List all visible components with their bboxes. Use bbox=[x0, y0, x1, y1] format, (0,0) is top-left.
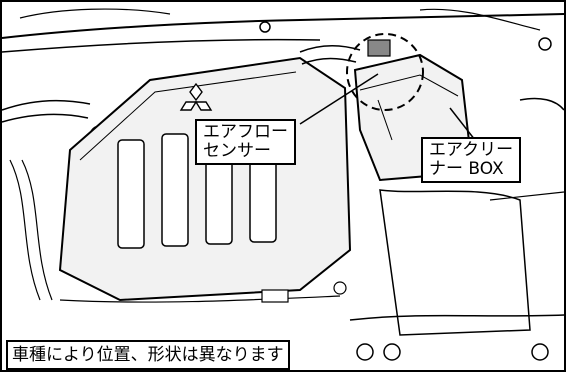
battery-tray bbox=[379, 189, 531, 336]
lower-mount-1 bbox=[356, 343, 374, 361]
air-cleaner-box-label: エアクリー ナー BOX bbox=[421, 137, 522, 183]
airflow-sensor-label-line1: エアフロー bbox=[203, 122, 288, 142]
lower-bolt bbox=[333, 281, 347, 295]
hose-left-3 bbox=[9, 159, 41, 301]
airflow-sensor-highlight-circle bbox=[346, 33, 424, 111]
right-bracket-line bbox=[489, 191, 565, 201]
lower-mount-2 bbox=[383, 343, 401, 361]
airflow-sensor-label-line2: センサー bbox=[203, 141, 271, 161]
air-cleaner-lid-edge bbox=[359, 74, 459, 97]
bolt-right bbox=[538, 37, 552, 51]
air-cleaner-box-label-line2: ナー BOX bbox=[429, 159, 504, 179]
airflow-sensor-connector bbox=[367, 39, 391, 57]
radiator-support-line bbox=[1, 38, 321, 53]
bolt-top bbox=[259, 21, 271, 33]
hose-left-2 bbox=[1, 113, 89, 123]
lower-crossmember bbox=[349, 314, 565, 321]
three-diamond-emblem bbox=[179, 82, 213, 111]
right-fender-line bbox=[519, 97, 565, 111]
intake-duct-bottom bbox=[301, 57, 357, 65]
air-cleaner-box-label-line1: エアクリー bbox=[429, 140, 514, 160]
engine-cover-ridge bbox=[79, 71, 297, 161]
lower-mount-3 bbox=[531, 343, 549, 361]
leader-line-air-cleaner bbox=[449, 107, 476, 141]
lower-connector bbox=[261, 289, 289, 303]
cover-rib-2 bbox=[161, 133, 189, 247]
upper-left-contour bbox=[19, 8, 171, 19]
air-cleaner-clip bbox=[377, 99, 393, 141]
hose-left-1 bbox=[1, 99, 91, 111]
leader-line-airflow bbox=[299, 73, 379, 125]
vehicle-variation-caption: 車種により位置、形状は異なります bbox=[6, 340, 290, 370]
lower-engine-line bbox=[59, 295, 341, 303]
upper-right-contour bbox=[419, 8, 541, 31]
cover-rib-1 bbox=[117, 139, 145, 249]
airflow-sensor-label: エアフロー センサー bbox=[195, 119, 296, 165]
hose-left-4 bbox=[21, 159, 53, 301]
